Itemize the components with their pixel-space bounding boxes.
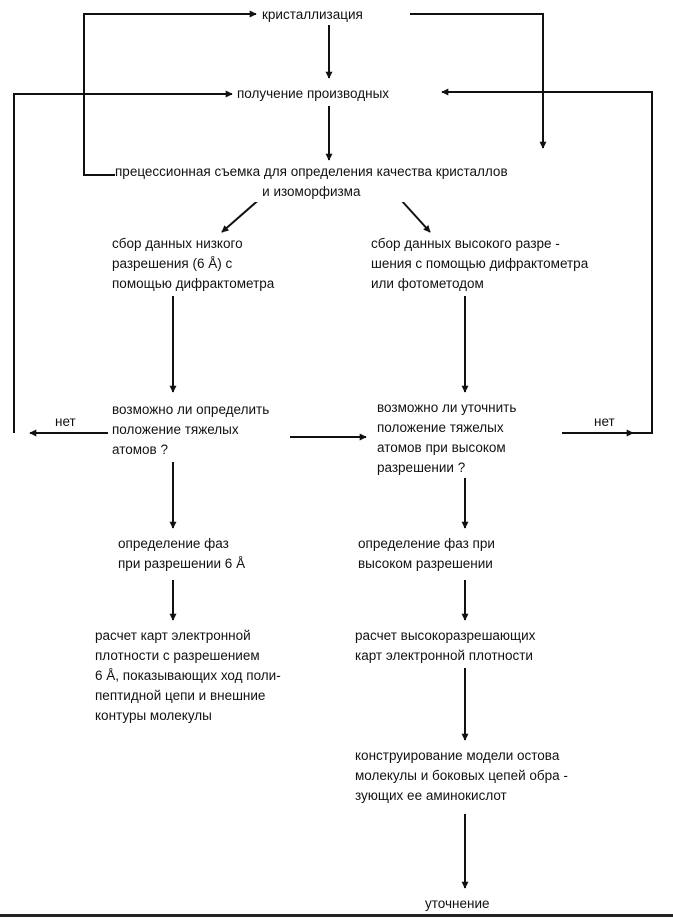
node-precession: прецессионная съемка для определения кач… [115, 162, 508, 202]
node-map-high: расчет высокоразрешающих карт электронно… [355, 626, 536, 666]
loop-no-right-to-derivatives [441, 88, 653, 434]
node-model: конструирование модели остова молекулы и… [355, 746, 568, 806]
node-low-question: возможно ли определить положение тяжелых… [112, 400, 270, 460]
node-high-res-data: сбор данных высокого разре - шения с пом… [371, 234, 589, 294]
node-phase-high: определение фаз при высоком разрешении [358, 534, 495, 574]
node-phase-low: определение фаз при разрешении 6 Å [118, 534, 246, 574]
node-low-res-data: сбор данных низкого разрешения (6 Å) с п… [112, 234, 275, 294]
node-derivatives: получение производных [237, 84, 390, 104]
bottom-border [0, 914, 673, 917]
node-crystallization: кристаллизация [262, 5, 363, 25]
node-refine: уточнение [425, 894, 490, 914]
label-no-right: нет [594, 412, 615, 432]
node-map-low: расчет карт электронной плотности с разр… [95, 626, 281, 726]
path-crystallization-to-precession [410, 13, 547, 149]
loop-no-left-to-derivatives [13, 90, 233, 433]
node-high-question: возможно ли уточнить положение тяжелых а… [377, 398, 517, 478]
label-no-left: нет [55, 412, 76, 432]
